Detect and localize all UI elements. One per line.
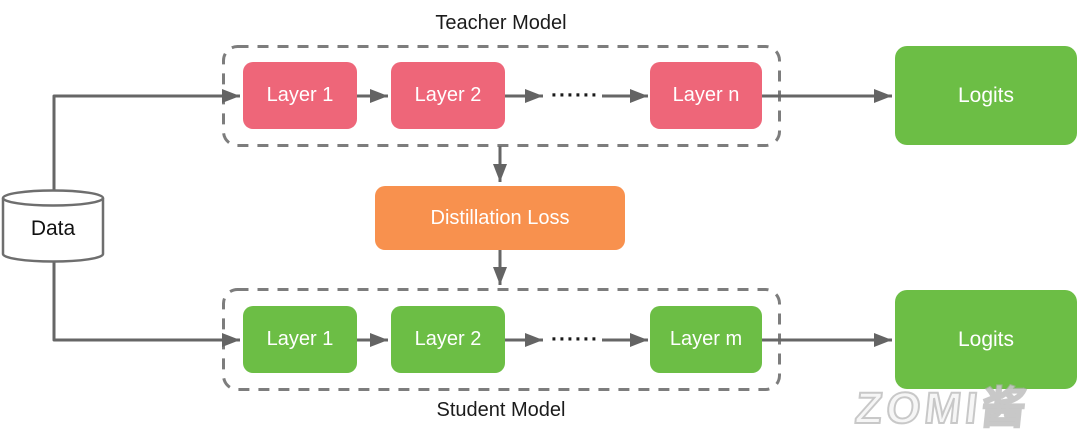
teacher-layer-n-label: Layer n	[672, 84, 740, 106]
student-ellipsis: ······	[551, 328, 599, 351]
teacher-layer-1-label: Layer 1	[266, 84, 334, 106]
student-layer-1-node: Layer 1	[243, 306, 357, 373]
distillation-loss-label: Distillation Loss	[430, 206, 570, 229]
watermark: ZOMI酱	[852, 383, 1033, 434]
teacher-model-title: Teacher Model	[435, 12, 567, 34]
teacher-logits-label: Logits	[957, 83, 1015, 107]
arrow-data-to-teacher	[52, 89, 240, 200]
teacher-ellipsis: ······	[551, 84, 599, 107]
student-layer-m-label: Layer m	[669, 328, 743, 350]
student-logits-label: Logits	[957, 327, 1015, 351]
distillation-loss-node: Distillation Loss	[375, 186, 625, 250]
student-layer-2-node: Layer 2	[391, 306, 505, 373]
arrow-data-to-student	[52, 252, 240, 347]
teacher-layer-2-node: Layer 2	[391, 62, 505, 129]
student-model-title: Student Model	[436, 399, 566, 421]
data-node-label: Data	[30, 217, 76, 240]
student-logits-node: Logits	[895, 290, 1077, 389]
student-layer-m-node: Layer m	[650, 306, 762, 373]
student-layer-2-label: Layer 2	[414, 328, 482, 350]
teacher-logits-node: Logits	[895, 46, 1077, 145]
student-layer-1-label: Layer 1	[266, 328, 334, 350]
teacher-layer-1-node: Layer 1	[243, 62, 357, 129]
teacher-layer-2-label: Layer 2	[414, 84, 482, 106]
teacher-layer-n-node: Layer n	[650, 62, 762, 129]
